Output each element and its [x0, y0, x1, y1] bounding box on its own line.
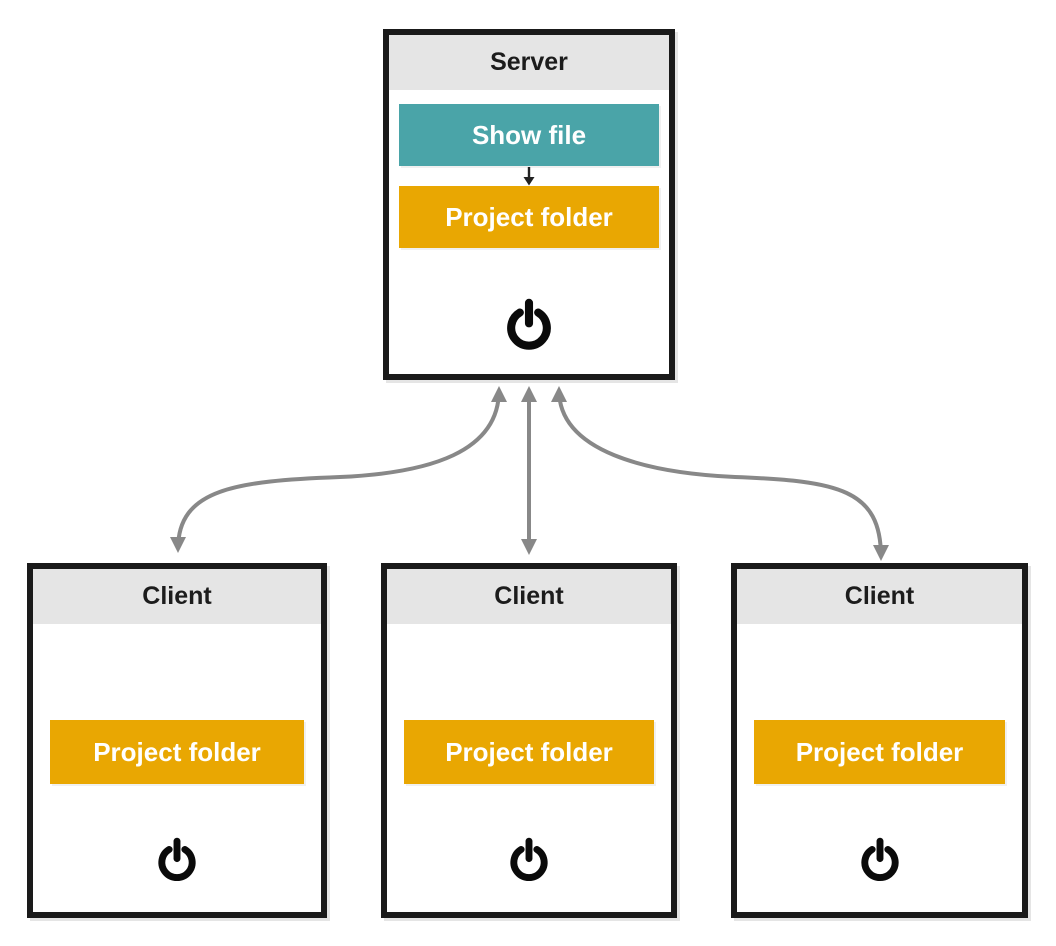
arrow-server-client-left [170, 386, 507, 553]
client-box-2: Client Project folder [381, 563, 677, 918]
server-project-folder-button: Project folder [399, 186, 659, 248]
client-title: Client [737, 569, 1022, 624]
server-box: Server Show file Project folder [383, 29, 675, 380]
client-project-folder-button: Project folder [50, 720, 304, 784]
power-icon [860, 837, 899, 881]
client-box-1: Client Project folder [27, 563, 327, 918]
down-arrow-icon [523, 167, 535, 186]
power-icon [507, 298, 551, 350]
show-file-button: Show file [399, 104, 659, 166]
client-project-folder-button: Project folder [404, 720, 654, 784]
power-icon [158, 837, 196, 881]
arrow-server-client-right [551, 386, 889, 561]
client-title: Client [387, 569, 671, 624]
power-icon [510, 837, 548, 881]
client-box-3: Client Project folder [731, 563, 1028, 918]
server-title: Server [389, 35, 669, 90]
client-title: Client [33, 569, 321, 624]
client-project-folder-button: Project folder [754, 720, 1005, 784]
